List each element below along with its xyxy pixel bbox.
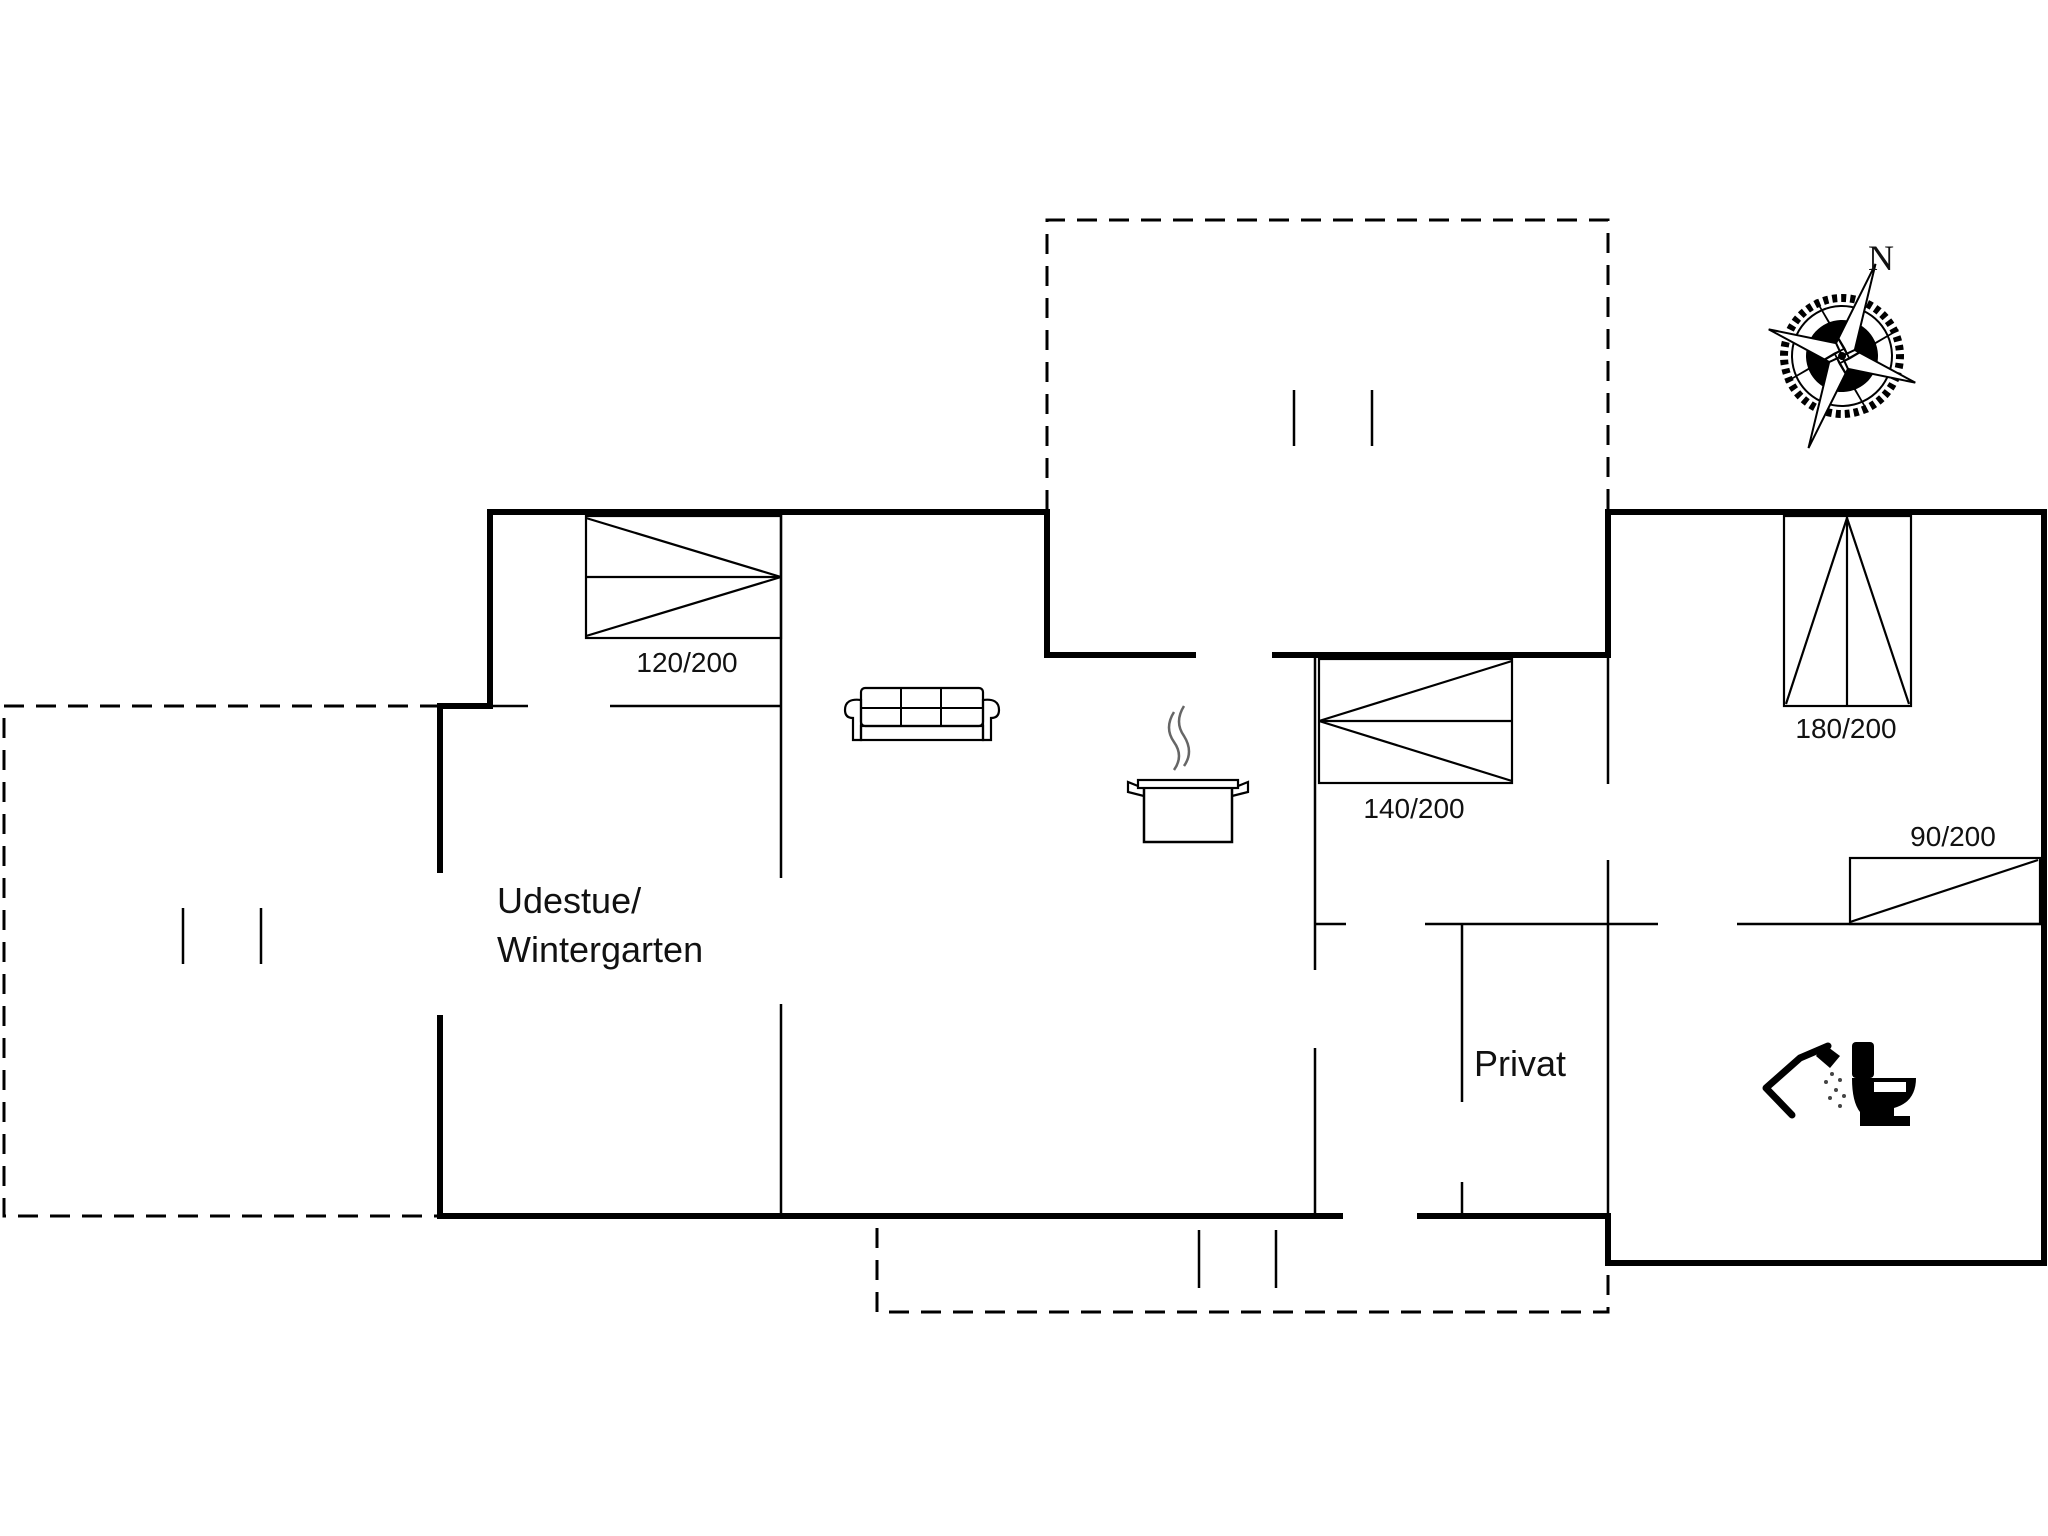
- bed-size-label: 180/200: [1795, 713, 1896, 744]
- bed-right-top: 180/200: [1782, 514, 1913, 744]
- bed-middle: 140/200: [1317, 657, 1514, 824]
- bed-right-small: 90/200: [1848, 821, 2042, 926]
- bed-size-label: 140/200: [1363, 793, 1464, 824]
- compass-rose-icon: [1768, 263, 1916, 449]
- bed-size-label: 90/200: [1910, 821, 1996, 852]
- terraces: [2, 218, 1610, 1314]
- room-label-udestue-line1: Udestue/: [497, 880, 641, 921]
- shower-icon: [1762, 1042, 1846, 1119]
- bed-left: 120/200: [584, 514, 783, 678]
- bed-size-label: 120/200: [636, 647, 737, 678]
- terrace-top: [1045, 218, 1610, 510]
- interior-walls: [490, 512, 2044, 1216]
- terrace-bottom: [875, 1228, 1610, 1314]
- toilet-icon: [1852, 1042, 1916, 1126]
- outer-walls: [437, 509, 2047, 1266]
- terrace-left: [2, 704, 440, 1218]
- compass-north-label: N: [1868, 238, 1894, 278]
- cooking-pot-icon: [1126, 705, 1250, 844]
- sofa-icon: [843, 686, 1001, 742]
- room-label-udestue-line2: Wintergarten: [497, 929, 703, 970]
- room-label-privat: Privat: [1474, 1043, 1566, 1084]
